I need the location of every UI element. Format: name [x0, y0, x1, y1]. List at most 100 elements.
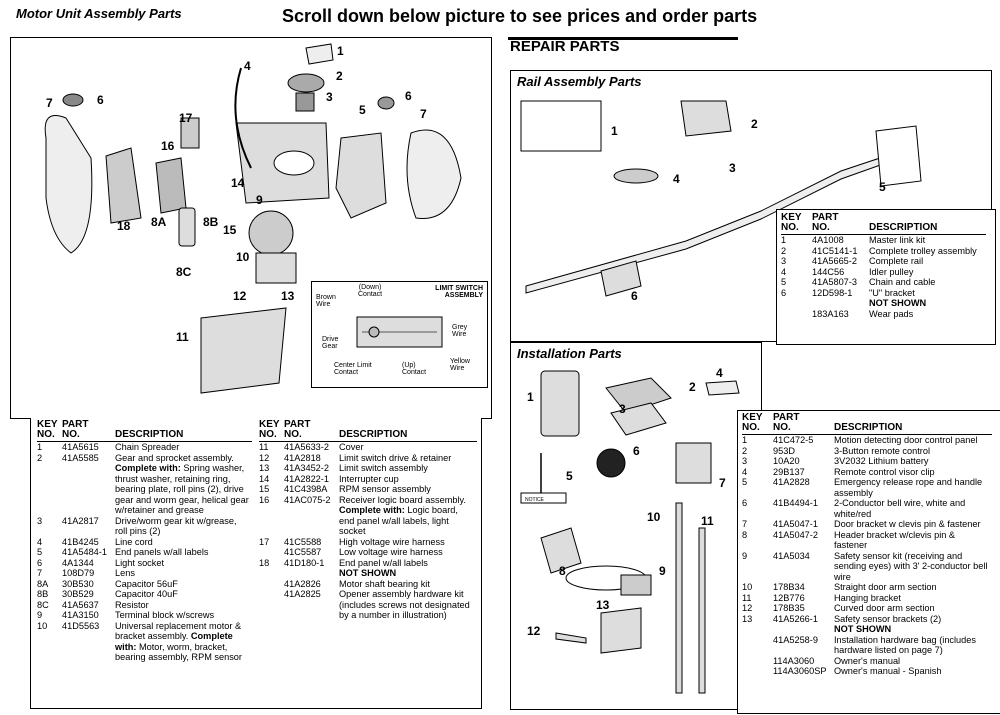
key-number: 1	[781, 235, 787, 245]
part-number: 41AC075-2	[284, 494, 331, 505]
part-description: Owner's manual - Spanish	[834, 666, 942, 676]
part-number: 108D79	[62, 568, 95, 578]
key-number: 1	[37, 442, 43, 452]
description-header: DESCRIPTION	[869, 213, 986, 235]
svg-text:6: 6	[633, 444, 640, 458]
installation-panel: Installation Parts 1 2 3 4 5 6 7	[510, 342, 762, 710]
svg-text:8C: 8C	[176, 265, 192, 279]
key-number: 6	[781, 287, 787, 298]
part-number: 178B34	[773, 582, 805, 592]
motor-exploded-view: 1 2 3 4 5 6 6 7 7 8A 8B 8C 9 10 11 12 13…	[44, 43, 462, 394]
key-number: 9	[742, 550, 748, 561]
key-number: 11	[259, 442, 269, 452]
key-no-header: NO.	[742, 422, 760, 433]
part-header: PART	[812, 212, 839, 223]
key-number: 10	[742, 582, 753, 592]
svg-text:15: 15	[223, 223, 237, 237]
table-row: 16 41AC075-2 Receiver logic board assembly…	[259, 495, 477, 537]
not-shown-heading-row: NOT SHOWN	[259, 568, 477, 579]
remote-control	[605, 377, 672, 414]
part-number: 12D598-1	[812, 287, 853, 298]
part-description: Motion detecting door control panel	[834, 435, 978, 445]
part-number	[284, 568, 339, 579]
key-number: 2	[781, 245, 787, 256]
part-description: Chain and cable	[869, 277, 936, 287]
part-number: 41C472-5	[773, 435, 814, 445]
key-number: 8C	[37, 599, 49, 610]
key-number: 8A	[37, 578, 49, 589]
part-number: 41D180-1	[284, 557, 325, 568]
key-number: 17	[259, 536, 270, 547]
up-label: (Up)	[402, 362, 416, 369]
svg-text:3: 3	[729, 161, 736, 175]
svg-text:1: 1	[611, 124, 618, 138]
key-number: 4	[781, 266, 787, 277]
part-description: End panel w/all labels	[339, 557, 428, 568]
installation-exploded-view: 1 2 3 4 5 6 7 8 9 10 11 12 13 NOTICE	[520, 366, 740, 694]
svg-text:4: 4	[716, 366, 723, 380]
part-description: Resistor	[115, 599, 149, 610]
capacitor	[178, 207, 196, 247]
key-number: 12	[742, 603, 753, 613]
svg-text:9: 9	[659, 564, 666, 578]
idler-pulley	[613, 168, 659, 184]
svg-text:2: 2	[751, 117, 758, 131]
key-number: 2	[37, 452, 43, 463]
not-shown-heading-row: NOT SHOWN	[742, 624, 992, 635]
svg-text:18: 18	[117, 219, 131, 233]
trolley	[680, 100, 732, 137]
key-number: 7	[742, 519, 748, 529]
key-no-header: NO.	[781, 222, 799, 233]
part-number: 41A2818	[284, 452, 321, 463]
rail-title: Rail Assembly Parts	[517, 74, 642, 89]
svg-text:4: 4	[673, 172, 680, 186]
straight-arm	[675, 502, 683, 694]
part-description: Receiver logic board assembly. Complete …	[339, 494, 466, 537]
key-header: KEY	[37, 419, 58, 430]
svg-text:7: 7	[420, 107, 427, 121]
key-number: 8B	[37, 589, 49, 599]
brown-wire-label: Wire	[316, 301, 331, 308]
svg-text:5: 5	[359, 103, 366, 117]
key-header: KEY	[259, 419, 280, 430]
part-number: 41A3150	[62, 610, 99, 620]
key-number: 6	[742, 498, 748, 508]
battery-cover	[610, 402, 667, 436]
part-description: Capacitor 56uF	[115, 578, 178, 589]
part-description: Capacitor 40uF	[115, 589, 178, 599]
part-number: 41C4398A	[284, 484, 328, 494]
key-number	[742, 635, 773, 656]
light-socket-left	[62, 93, 84, 107]
repair-parts-heading: REPAIR PARTS	[510, 38, 620, 55]
key-number: 16	[259, 494, 270, 505]
part-description: Universal replacement motor & bracket as…	[115, 620, 242, 663]
visor-clip	[705, 380, 740, 396]
key-no-header: NO.	[37, 429, 55, 440]
key-number	[781, 298, 812, 309]
part-number: 41A5266-1	[773, 613, 818, 624]
u-bracket	[600, 260, 642, 297]
part-description: Opener assembly hardware kit (includes s…	[339, 589, 470, 620]
center-limit-label: Center Limit	[334, 362, 372, 369]
chain-cable	[875, 125, 922, 187]
notice-label: NOTICE	[525, 497, 545, 503]
part-number: 4A1008	[812, 235, 844, 245]
part-no-header: NO.	[284, 429, 302, 440]
yellow-wire-label: Wire	[450, 365, 465, 372]
svg-text:7: 7	[719, 476, 726, 490]
svg-text:3: 3	[619, 402, 626, 416]
limit-switch-title: LIMIT SWITCH	[435, 285, 483, 292]
